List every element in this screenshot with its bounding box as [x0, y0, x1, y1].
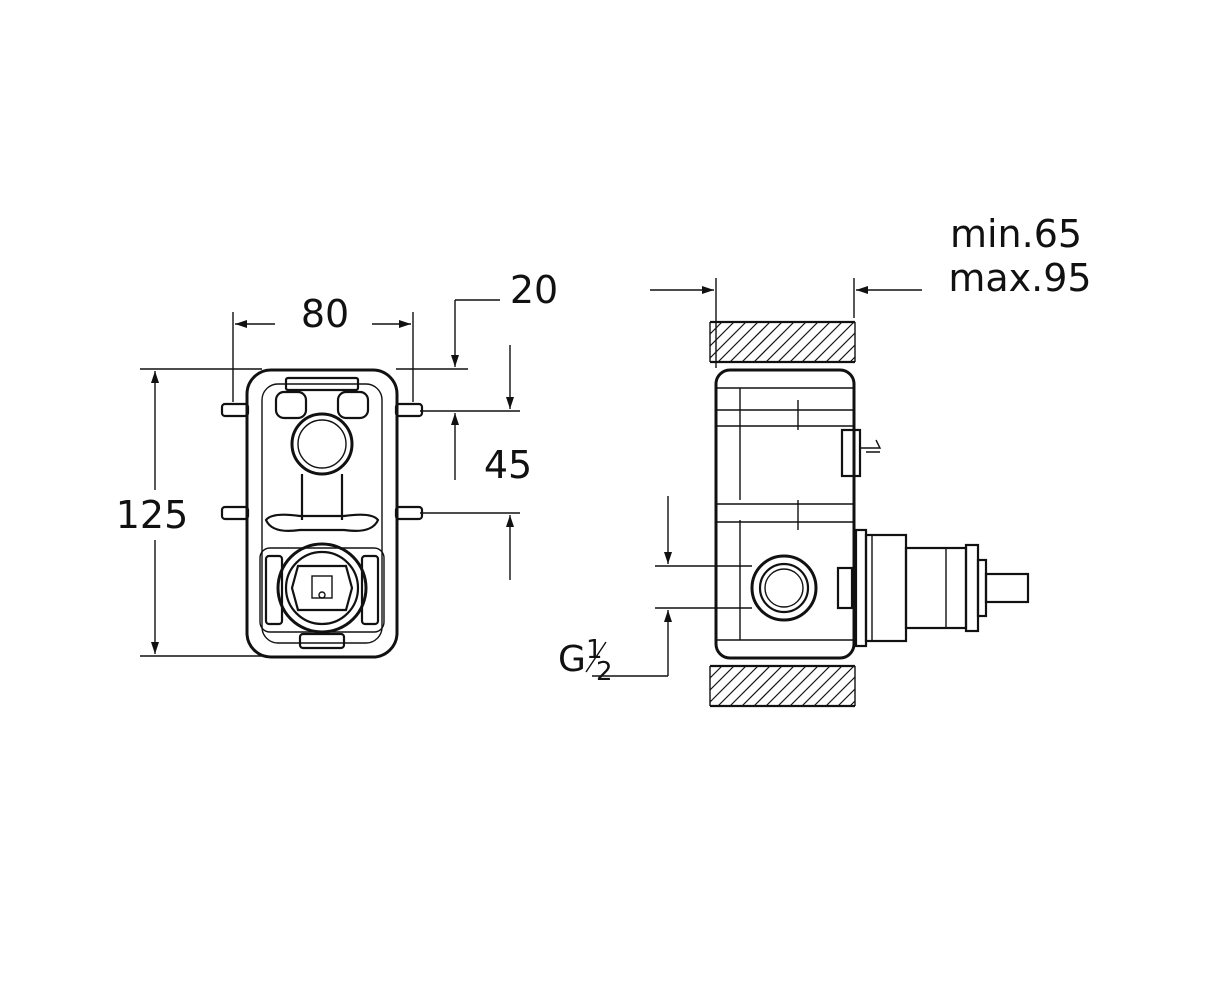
dim-spacing [420, 345, 520, 580]
hatch-line [813, 321, 855, 363]
hatch-line [717, 665, 759, 707]
side-view: min.65 max.95 G 1 2 [558, 212, 1092, 708]
dim-offset-label: 20 [510, 268, 558, 312]
hatch-line [777, 321, 819, 363]
dim-thread [592, 496, 752, 677]
hatch-line [765, 665, 807, 707]
wall-hatch-bottom [709, 664, 856, 708]
hatch-line [709, 665, 735, 691]
hatch-line [741, 665, 783, 707]
top-bracket [284, 376, 360, 392]
hatch-line [741, 321, 783, 363]
hatch-line [729, 665, 771, 707]
hatch-line [709, 665, 723, 679]
thread-label-num: 1 [586, 635, 603, 665]
hatch-line [777, 665, 819, 707]
front-body-inner [261, 383, 383, 644]
hatch-line [765, 321, 807, 363]
thread-label-den: 2 [596, 657, 613, 687]
hatch-line [753, 665, 795, 707]
thread-label: G 1 2 [558, 635, 613, 687]
hatch-line [709, 665, 747, 703]
hatch-line [729, 321, 771, 363]
cartridge-housing [259, 542, 385, 650]
dim-depth-max-label: max.95 [948, 256, 1091, 300]
hatch-line [837, 688, 856, 707]
top-outlet [274, 390, 370, 520]
side-body-details [716, 387, 882, 641]
hatch-line [709, 321, 735, 347]
dim-depth-min-label: min.65 [950, 212, 1082, 256]
dim-spacing-label: 45 [484, 443, 532, 487]
dim-width [232, 312, 414, 402]
hatch-line [825, 332, 856, 363]
side-body-outline [714, 368, 856, 660]
dim-height-label: 125 [116, 493, 189, 537]
middle-bracket [264, 513, 380, 532]
hatch-line [837, 344, 856, 363]
hatch-line [849, 356, 856, 363]
hatch-line [789, 321, 831, 363]
hatch-line [849, 700, 856, 707]
hatch-line [801, 321, 843, 363]
hatch-line [717, 321, 759, 363]
hatch-line [813, 665, 855, 707]
hatch-line [801, 665, 843, 707]
hatch-line [825, 676, 856, 707]
dim-depth [650, 278, 922, 368]
inlet-port [750, 554, 818, 622]
front-view: 80 125 20 45 [116, 268, 558, 659]
thread-label-slash [585, 641, 607, 673]
hatch-line [789, 665, 831, 707]
mounting-tabs [220, 402, 424, 521]
hatch-line [753, 321, 795, 363]
dim-offset [396, 299, 500, 370]
wall-hatch-top [709, 320, 856, 364]
thread-label-g: G [558, 639, 586, 680]
dim-width-label: 80 [301, 292, 349, 336]
cartridge-side [854, 528, 1030, 648]
dim-height [140, 368, 262, 657]
